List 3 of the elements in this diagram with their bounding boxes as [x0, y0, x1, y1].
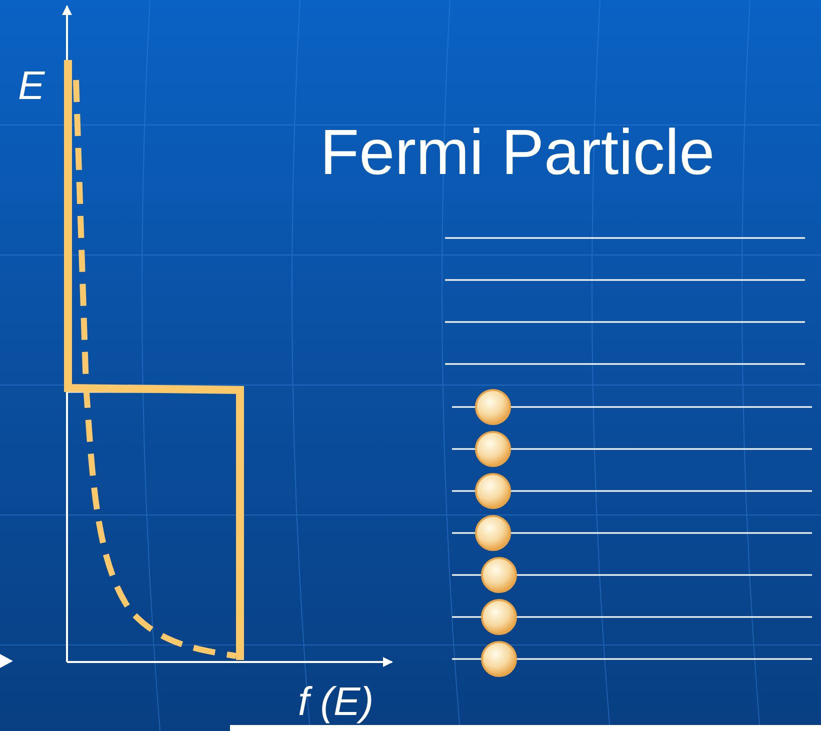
axis-label: E [18, 66, 45, 106]
title: Fermi Particle [320, 120, 715, 184]
axis-label: f (E) [298, 682, 374, 722]
